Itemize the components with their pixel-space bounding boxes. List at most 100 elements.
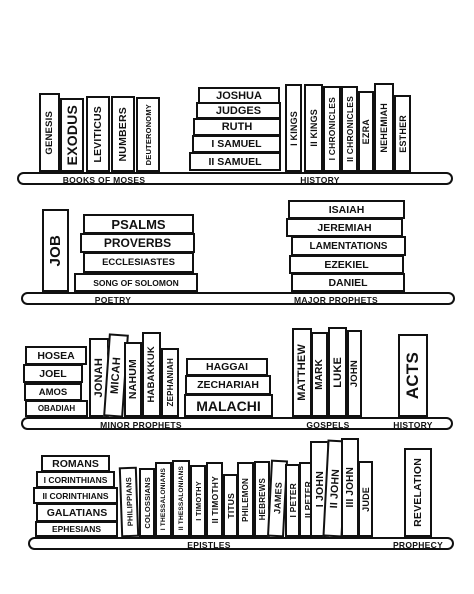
book-kings2: II KINGS <box>304 84 323 172</box>
book-deuteronomy: DEUTERONOMY <box>136 97 160 172</box>
book-corinthians1: I CORINTHIANS <box>36 471 115 488</box>
book-haggai: HAGGAI <box>186 358 268 376</box>
book-kings1: I KINGS <box>285 84 302 172</box>
book-label: MATTHEW <box>296 344 308 401</box>
book-label: COLOSSIANS <box>142 476 152 529</box>
book-label: TITUS <box>225 492 236 519</box>
book-samuel1: I SAMUEL <box>192 135 281 153</box>
book-ezra: EZRA <box>358 91 374 172</box>
book-isaiah: ISAIAH <box>288 200 405 219</box>
book-nehemiah: NEHEMIAH <box>374 83 394 172</box>
book-label: REVELATION <box>412 458 424 527</box>
book-amos: AMOS <box>24 383 82 401</box>
book-label: II TIMOTHY <box>209 475 220 524</box>
book-label: GENESIS <box>44 110 55 155</box>
book-corinthians2: II CORINTHIANS <box>33 487 118 504</box>
book-label: EXODUS <box>64 104 80 166</box>
book-label: NAHUM <box>127 359 139 400</box>
book-label: JOHN <box>349 359 360 388</box>
book-label: LAMENTATIONS <box>309 240 388 252</box>
book-label: LUKE <box>331 356 344 388</box>
shelf-3 <box>21 417 453 430</box>
book-romans: ROMANS <box>41 455 110 472</box>
book-jude: JUDE <box>358 461 373 537</box>
book-lamentations: LAMENTATIONS <box>291 236 406 256</box>
book-titus: TITUS <box>223 474 238 537</box>
book-label: HAGGAI <box>206 361 248 373</box>
book-label: ZEPHANIAH <box>165 358 175 407</box>
book-label: II JOHN <box>327 468 343 509</box>
book-label: EPHESIANS <box>51 524 102 534</box>
book-label: ISAIAH <box>328 203 365 216</box>
book-label: DEUTERONOMY <box>143 103 153 166</box>
book-label: NUMBERS <box>117 106 129 162</box>
book-joel: JOEL <box>23 364 83 383</box>
book-label: JUDGES <box>215 104 262 117</box>
shelf-label-prophecy: PROPHECY <box>392 540 444 550</box>
book-thessalonians1: I THESSALONIANS <box>155 462 172 537</box>
book-ecclesiastes: ECCLESIASTES <box>83 252 194 273</box>
book-label: AMOS <box>38 386 68 398</box>
book-ruth: RUTH <box>193 118 281 136</box>
shelf-label-history: HISTORY <box>300 175 340 185</box>
book-timothy1: I TIMOTHY <box>190 465 206 537</box>
book-ezekiel: EZEKIEL <box>289 255 404 274</box>
book-ephesians: EPHESIANS <box>35 521 118 537</box>
book-label: JEREMIAH <box>317 221 372 234</box>
book-habakkuk: HABAKKUK <box>142 332 161 417</box>
book-acts: ACTS <box>398 334 428 417</box>
book-label: HABAKKUK <box>146 346 157 403</box>
book-psalms: PSALMS <box>83 214 194 234</box>
book-label: EZEKIEL <box>324 258 369 271</box>
book-song-of-solomon: SONG OF SOLOMON <box>74 273 198 292</box>
book-label: MARK <box>314 359 325 390</box>
book-label: PSALMS <box>111 216 166 232</box>
book-label: ZECHARIAH <box>197 379 259 391</box>
book-label: EZRA <box>361 118 371 145</box>
book-obadiah: OBADIAH <box>25 400 88 417</box>
book-label: I CHRONICLES <box>327 97 337 161</box>
book-label: JONAH <box>93 357 105 398</box>
book-daniel: DANIEL <box>291 273 405 292</box>
book-label: II THESSALONIANS <box>177 466 185 531</box>
book-label: MALACHI <box>196 397 261 414</box>
book-zephaniah: ZEPHANIAH <box>161 348 179 417</box>
book-label: III JOHN <box>344 467 356 508</box>
book-label: II CORINTHIANS <box>42 490 109 501</box>
book-label: PROVERBS <box>103 236 172 250</box>
shelf-label-minor-prophets: MINOR PROPHETS <box>100 420 182 430</box>
book-label: OBADIAH <box>37 404 76 413</box>
book-philippians: PHILIPPIANS <box>118 466 140 538</box>
book-label: PHILEMON <box>241 477 250 522</box>
book-chronicles2: II CHRONICLES <box>341 86 358 172</box>
shelf-label-epistles: EPISTLES <box>187 540 231 550</box>
book-label: JOEL <box>39 367 67 380</box>
book-label: ROMANS <box>52 457 99 470</box>
shelf-4 <box>28 537 454 550</box>
book-label: II KINGS <box>308 109 319 147</box>
book-hosea: HOSEA <box>25 346 87 365</box>
book-label: NEHEMIAH <box>379 102 389 153</box>
book-label: LEVITICUS <box>92 105 104 163</box>
book-label: I PETER <box>287 483 298 518</box>
book-label: I TIMOTHY <box>193 481 203 521</box>
shelf-label-history-2: HISTORY <box>393 420 433 430</box>
book-peter1: I PETER <box>285 464 300 537</box>
book-leviticus: LEVITICUS <box>86 96 110 172</box>
book-label: I KINGS <box>288 110 299 146</box>
book-timothy2: II TIMOTHY <box>206 462 223 537</box>
book-esther: ESTHER <box>394 95 411 172</box>
book-label: DANIEL <box>328 276 368 289</box>
book-label: ACTS <box>403 351 422 400</box>
book-thessalonians2: II THESSALONIANS <box>172 460 190 537</box>
book-label: MICAH <box>108 356 124 395</box>
shelf-label-major-prophets: MAJOR PROPHETS <box>293 295 379 305</box>
shelf-label-poetry: POETRY <box>94 295 132 305</box>
book-label: JOB <box>47 234 64 267</box>
book-label: II SAMUEL <box>208 155 262 168</box>
book-label: GALATIANS <box>46 506 108 519</box>
book-proverbs: PROVERBS <box>80 233 195 253</box>
book-philemon: PHILEMON <box>237 462 254 537</box>
book-luke: LUKE <box>328 327 347 417</box>
book-judges: JUDGES <box>196 102 281 119</box>
